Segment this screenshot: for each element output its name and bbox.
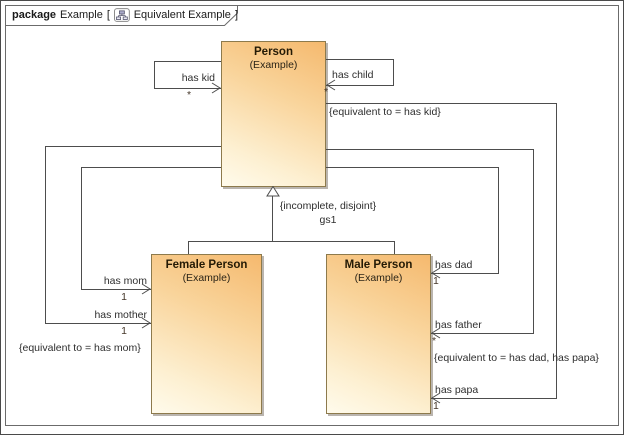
- has-papa-multiplicity[interactable]: 1: [433, 400, 439, 412]
- has-papa-line-segment[interactable]: [556, 103, 557, 399]
- class-person-qualifier: (Example): [249, 59, 298, 71]
- class-male-person[interactable]: Male Person (Example): [326, 254, 431, 414]
- has-child-line-segment[interactable]: [393, 59, 394, 86]
- generalization-line-segment[interactable]: [188, 241, 189, 254]
- class-female-person-name: Female Person: [165, 259, 248, 271]
- generalization-arrow-icon: [266, 186, 280, 197]
- has-dad-line-segment[interactable]: [326, 167, 499, 168]
- has-mom-multiplicity[interactable]: 1: [121, 291, 127, 303]
- bracket-open: [: [106, 9, 110, 21]
- has-father-equivalence-constraint[interactable]: {equivalent to = has dad, has papa}: [434, 352, 599, 364]
- class-person[interactable]: Person (Example): [221, 41, 326, 187]
- has-child-line-segment[interactable]: [326, 85, 394, 86]
- has-mother-line-segment[interactable]: [45, 323, 151, 324]
- diagram-name-label: Equivalent Example: [133, 9, 231, 21]
- has-dad-multiplicity[interactable]: 1: [433, 275, 439, 287]
- has-mom-label[interactable]: has mom: [103, 275, 147, 287]
- has-dad-line-segment[interactable]: [498, 167, 499, 274]
- has-kid-line-segment[interactable]: [154, 61, 221, 62]
- has-father-line-segment[interactable]: [326, 149, 534, 150]
- has-papa-line-segment[interactable]: [431, 398, 557, 399]
- has-father-open-arrow-icon: [431, 327, 441, 339]
- has-mom-line-segment[interactable]: [81, 167, 82, 290]
- has-dad-label[interactable]: has dad: [435, 259, 473, 271]
- has-mother-line-segment[interactable]: [45, 146, 221, 147]
- has-kid-line-segment[interactable]: [154, 61, 155, 89]
- has-child-equivalence-constraint[interactable]: {equivalent to = has kid}: [329, 106, 441, 118]
- has-child-label[interactable]: has child: [332, 69, 374, 81]
- has-child-open-arrow-icon: [326, 79, 336, 91]
- generalization-set-name[interactable]: gs1: [319, 214, 337, 226]
- has-father-multiplicity[interactable]: *: [432, 335, 437, 347]
- has-papa-open-arrow-icon: [431, 392, 441, 404]
- has-dad-line-segment[interactable]: [431, 273, 499, 274]
- class-female-person[interactable]: Female Person (Example): [151, 254, 262, 414]
- has-mother-open-arrow-icon: [141, 317, 151, 329]
- has-kid-multiplicity[interactable]: *: [186, 89, 192, 101]
- has-papa-label[interactable]: has papa: [435, 384, 479, 396]
- has-dad-open-arrow-icon: [431, 267, 441, 279]
- frame-kind-label: package: [12, 9, 57, 21]
- class-male-person-qualifier: (Example): [354, 272, 403, 284]
- has-mom-open-arrow-icon: [141, 283, 151, 295]
- has-papa-line-segment[interactable]: [326, 103, 557, 104]
- has-mother-line-segment[interactable]: [45, 146, 46, 324]
- class-female-person-qualifier: (Example): [182, 272, 231, 284]
- has-kid-open-arrow-icon: [211, 82, 221, 94]
- has-mom-line-segment[interactable]: [81, 289, 151, 290]
- has-mother-equivalence-constraint[interactable]: {equivalent to = has mom}: [19, 342, 141, 354]
- frame-tab[interactable]: package Example [ Equivalent Example ]: [5, 5, 238, 25]
- class-person-name: Person: [254, 46, 293, 58]
- generalization-line-segment[interactable]: [188, 241, 394, 242]
- has-father-line-segment[interactable]: [533, 149, 534, 334]
- has-child-line-segment[interactable]: [326, 59, 394, 60]
- has-mother-label[interactable]: has mother: [94, 309, 147, 321]
- generalization-line-segment[interactable]: [394, 241, 395, 254]
- generalization-line-segment[interactable]: [272, 196, 273, 241]
- bracket-close: ]: [234, 9, 238, 21]
- diagram-hierarchy-icon: [113, 8, 130, 22]
- has-father-line-segment[interactable]: [431, 333, 534, 334]
- class-male-person-name: Male Person: [344, 259, 413, 271]
- has-mother-multiplicity[interactable]: 1: [121, 325, 127, 337]
- generalization-set-constraint[interactable]: {incomplete, disjoint}: [279, 200, 377, 212]
- has-mom-line-segment[interactable]: [81, 167, 221, 168]
- has-child-multiplicity[interactable]: *: [324, 86, 329, 98]
- has-kid-label[interactable]: has kid: [181, 72, 215, 84]
- has-father-label[interactable]: has father: [435, 319, 482, 331]
- has-kid-line-segment[interactable]: [154, 88, 221, 89]
- package-name-label: Example: [60, 9, 103, 21]
